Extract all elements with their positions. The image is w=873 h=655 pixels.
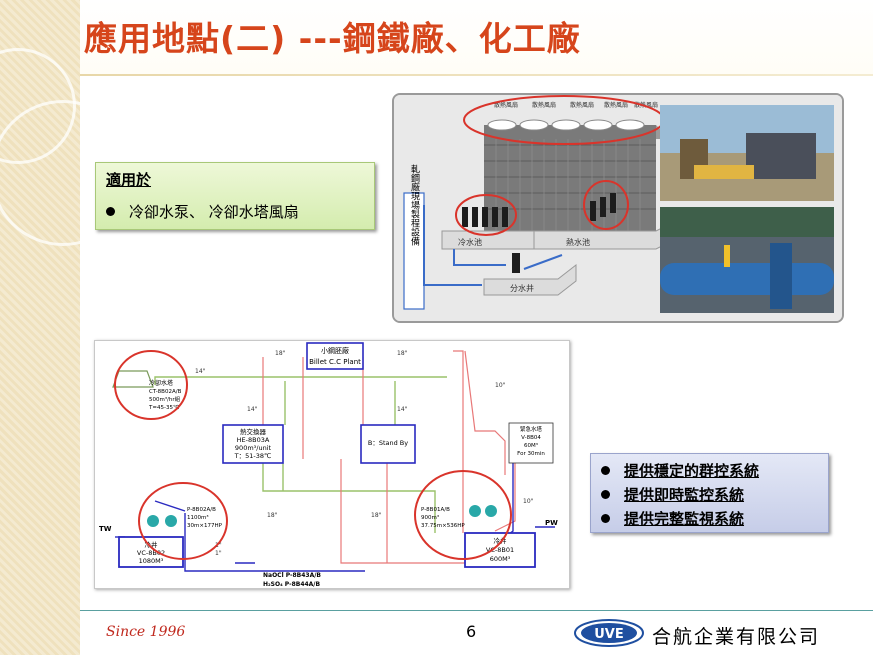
emergency-tank-label: 60M³ xyxy=(524,442,538,449)
highlight-circle xyxy=(138,482,228,560)
bullet-icon xyxy=(601,514,610,523)
bullet-icon xyxy=(601,466,610,475)
pipe-size-label: 18" xyxy=(275,350,286,357)
cold-well-right xyxy=(464,532,536,568)
pipe-size-label: 1" xyxy=(215,542,222,549)
pump-left-label: 1100m³ xyxy=(187,514,209,521)
company-name: 合航企業有限公司 xyxy=(652,626,821,648)
pipe-size-label: 18" xyxy=(371,512,382,519)
fan-label: 散熱風扇 xyxy=(494,101,518,109)
emergency-tank-label: V-8B04 xyxy=(521,435,541,441)
emergency-tank-label: 緊急水塔 xyxy=(520,425,543,433)
pump-icon xyxy=(485,505,497,517)
feature-item: 提供穩定的群控系統 xyxy=(601,460,759,481)
cold-well-right-label: 冷井 xyxy=(494,536,508,545)
fan-label: 散熱風扇 xyxy=(634,101,658,109)
pump-left-label: P-8B02A/B xyxy=(187,507,216,513)
pipe-size-label: 10" xyxy=(523,498,534,505)
highlight-circle xyxy=(583,180,629,230)
pump-right-label: 900m³ xyxy=(421,514,439,521)
left-decoration xyxy=(0,0,136,655)
pump-icon xyxy=(165,515,177,527)
cold-well-right-label: VC-8B01 xyxy=(486,546,514,554)
side-label: 軋鋼廠現場製程設備 xyxy=(409,164,420,246)
heat-exchanger-label: 900m³/unit xyxy=(235,444,272,452)
pw-label: PW xyxy=(545,519,558,527)
emergency-tank-label: For 30min xyxy=(517,451,545,457)
chemical-label: H₂SO₄ P-8B44A/B xyxy=(263,581,321,588)
pipe-size-label: 18" xyxy=(267,512,278,519)
features-box: 提供穩定的群控系統 提供即時監控系統 提供完整監視系統 xyxy=(590,453,829,533)
heat-exchanger-box xyxy=(222,424,284,464)
applicable-item-text: 冷卻水泵、 冷卻水塔風扇 xyxy=(129,203,299,221)
fan-label: 散熱風扇 xyxy=(570,101,594,109)
cold-well-left-label: VC-8B02 xyxy=(137,549,165,557)
cooling-tower-label: T=45-35℃ xyxy=(148,404,179,411)
slide-title: 應用地點(二) ---鋼鐵廠、化工廠 xyxy=(84,19,581,58)
cooling-tower-label: 冷卻水塔 xyxy=(149,379,173,387)
emergency-tank-box xyxy=(508,422,554,464)
heat-exchanger-label: HE-8B03A xyxy=(237,436,270,444)
cooling-tower-photo-panel: 軋鋼廠現場製程設備 xyxy=(392,93,844,323)
applicable-item: 冷卻水泵、 冷卻水塔風扇 xyxy=(106,201,299,222)
process-flow-diagram: 小鋼胚廠 Billet C.C Plant 熱交換器 HE-8B03A 900m… xyxy=(94,340,570,589)
site-photo-top xyxy=(660,105,834,201)
feature-item-text: 提供穩定的群控系統 xyxy=(624,462,760,480)
page-number: 6 xyxy=(466,622,477,641)
process-flow-svg: 小鋼胚廠 Billet C.C Plant 熱交換器 HE-8B03A 900m… xyxy=(99,342,558,588)
pump-icon xyxy=(469,505,481,517)
standby-box xyxy=(360,424,416,464)
fan-label: 散熱風扇 xyxy=(604,101,628,109)
billet-plant-box xyxy=(306,342,364,370)
cold-well-right-label: 600M³ xyxy=(490,555,511,563)
pump-right-label: 37.75m×536HP xyxy=(421,523,465,529)
feature-item-text: 提供即時監控系統 xyxy=(624,486,745,504)
applicable-box: 適用於 冷卻水泵、 冷卻水塔風扇 xyxy=(95,162,375,230)
pipe-size-label: 10" xyxy=(495,382,506,389)
highlight-circle xyxy=(114,350,188,420)
title-divider xyxy=(80,74,873,76)
cold-well-left-label: 1080M³ xyxy=(139,557,164,565)
pipe-size-label: 18" xyxy=(397,350,408,357)
billet-plant-label: Billet C.C Plant xyxy=(309,358,361,366)
highlight-circle xyxy=(455,194,517,236)
since-label: Since 1996 xyxy=(106,624,186,640)
applicable-heading: 適用於 xyxy=(106,171,152,189)
pipe-size-label: 1" xyxy=(215,550,222,557)
pump-icon xyxy=(147,515,159,527)
standby-label: B：Stand By xyxy=(368,439,408,447)
split-well-label: 分水井 xyxy=(510,283,534,293)
feature-item: 提供即時監控系統 xyxy=(601,484,744,505)
pipe-size-label: 14" xyxy=(195,368,206,375)
bullet-icon xyxy=(106,207,115,216)
pipe-size-label: 14" xyxy=(397,406,408,413)
chemical-label: NaOCl P-8B43A/B xyxy=(263,572,321,579)
fan-label: 散熱風扇 xyxy=(532,101,556,109)
pipe-size-label: 14" xyxy=(247,406,258,413)
cold-pool-label: 冷水池 xyxy=(458,237,482,247)
highlight-circle xyxy=(414,470,512,560)
footer-divider xyxy=(80,610,873,611)
pump-left-label: 30m×177HP xyxy=(187,523,223,529)
heat-exchanger-label: T：51-38℃ xyxy=(234,452,272,460)
title-band xyxy=(80,0,873,74)
logo-text: UVE xyxy=(594,627,624,642)
bullet-icon xyxy=(601,490,610,499)
cooling-tower-label: CT-8B02A/B xyxy=(149,389,182,395)
cooling-tower-illustration: 軋鋼廠現場製程設備 xyxy=(394,95,842,321)
feature-item-text: 提供完整監視系統 xyxy=(624,510,745,528)
site-photo-bottom xyxy=(660,207,834,313)
heat-exchanger-label: 熱交換器 xyxy=(240,427,267,436)
billet-plant-label: 小鋼胚廠 xyxy=(321,346,349,355)
hot-pool-label: 熱水池 xyxy=(566,237,590,247)
company-logo: UVE xyxy=(574,619,644,647)
cold-well-left-label: 冷井 xyxy=(145,540,159,549)
cooling-tower-label: 500m³/hr組 xyxy=(149,395,181,403)
tw-label: TW xyxy=(99,525,112,533)
cold-well-left xyxy=(118,536,184,568)
pump-right-label: P-8B01A/B xyxy=(421,507,450,513)
feature-item: 提供完整監視系統 xyxy=(601,508,744,529)
